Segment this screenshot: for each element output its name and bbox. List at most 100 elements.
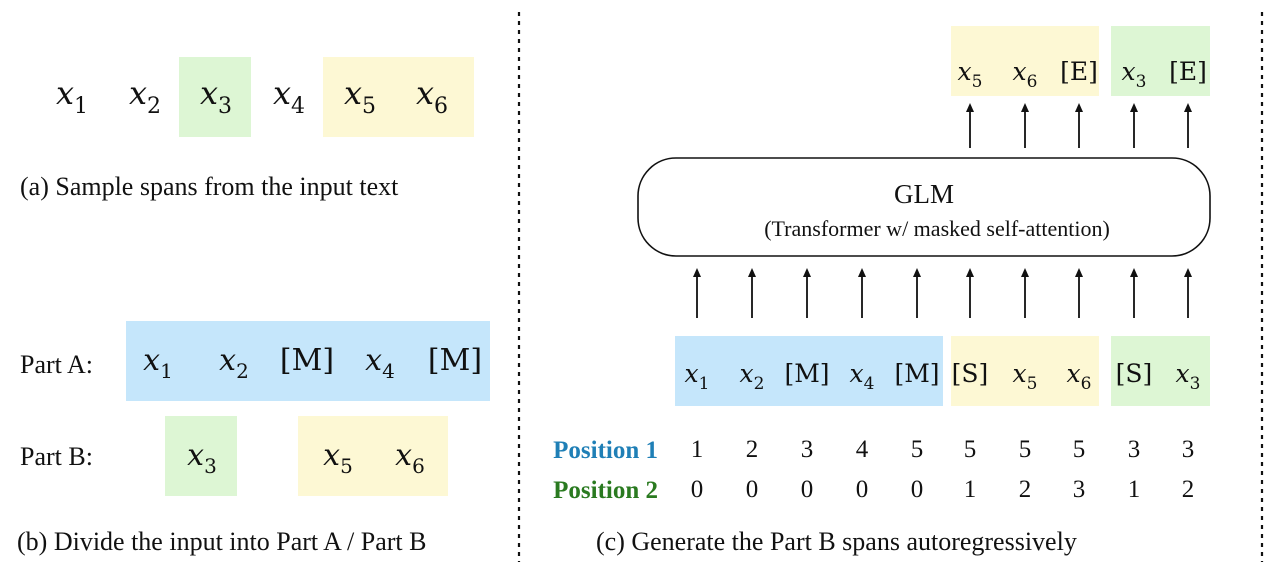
part-a-token-subscript: 2 xyxy=(236,359,249,383)
part-b-token-subscript: 5 xyxy=(340,454,353,478)
panel-a-token: x2 xyxy=(129,74,161,119)
panel-a-caption: (a) Sample spans from the input text xyxy=(20,172,399,201)
output-token-base: x xyxy=(1013,57,1027,86)
input-token-base: x xyxy=(1067,359,1081,388)
part-a-token-base: x xyxy=(365,343,382,378)
output-token-base: [E] xyxy=(1169,57,1207,86)
output-token: [E] xyxy=(1060,57,1098,86)
part-a-token: [M] xyxy=(280,343,334,378)
position-2-value: 0 xyxy=(746,476,759,503)
output-span-green xyxy=(1111,26,1210,96)
input-span-blue xyxy=(675,336,943,406)
input-token: x3 xyxy=(1176,359,1201,394)
input-token: x2 xyxy=(740,359,765,394)
output-token-subscript: 5 xyxy=(972,72,983,92)
position-2-value: 0 xyxy=(691,476,704,503)
input-token: [M] xyxy=(784,359,829,388)
part-a-token-subscript: 1 xyxy=(160,359,173,383)
position-1-value: 5 xyxy=(1019,436,1032,463)
input-token-base: x xyxy=(1176,359,1190,388)
input-token: x6 xyxy=(1067,359,1092,394)
input-token: [S] xyxy=(1116,359,1153,388)
output-token-subscript: 3 xyxy=(1136,72,1147,92)
part-a-token-base: [M] xyxy=(428,343,482,378)
output-token-subscript: 6 xyxy=(1027,72,1038,92)
input-token: x4 xyxy=(850,359,875,394)
part-b-token-base: x xyxy=(395,438,412,473)
panel-a-span-green xyxy=(179,57,251,137)
input-token-subscript: 3 xyxy=(1190,374,1201,394)
part-a-token-subscript: 4 xyxy=(382,359,395,383)
part-a-token-base: [M] xyxy=(280,343,334,378)
input-arrows xyxy=(693,268,1192,318)
panel-c-caption: (c) Generate the Part B spans autoregres… xyxy=(596,527,1077,556)
glm-model-box xyxy=(637,157,1211,257)
part-b-token: x3 xyxy=(187,438,217,478)
input-token-base: [M] xyxy=(784,359,829,388)
panel-b-caption: (b) Divide the input into Part A / Part … xyxy=(17,527,426,556)
input-token: x1 xyxy=(685,359,710,394)
panel-a-token-base: x xyxy=(416,74,434,112)
glm-title: GLM xyxy=(894,179,954,209)
input-token-base: [S] xyxy=(952,359,989,388)
position-1-value: 3 xyxy=(1182,436,1195,463)
part-a-token: [M] xyxy=(428,343,482,378)
panel-a-token-subscript: 5 xyxy=(362,94,376,119)
output-token-base: x xyxy=(958,57,972,86)
output-token-base: [E] xyxy=(1060,57,1098,86)
part-b-token-base: x xyxy=(323,438,340,473)
position-1-value: 3 xyxy=(1128,436,1141,463)
panel-a-token-base: x xyxy=(273,74,291,112)
panel-a-token-base: x xyxy=(344,74,362,112)
position-2-value: 0 xyxy=(801,476,814,503)
panel-a-span-yellow xyxy=(323,57,474,137)
position-1-value: 5 xyxy=(1073,436,1086,463)
input-token: x5 xyxy=(1013,359,1038,394)
input-token-base: [M] xyxy=(894,359,939,388)
output-token-base: x xyxy=(1122,57,1136,86)
input-token-base: x xyxy=(850,359,864,388)
position-1-value: 5 xyxy=(964,436,977,463)
part-b-token-subscript: 3 xyxy=(204,454,217,478)
output-span-yellow xyxy=(951,26,1099,96)
input-token-base: x xyxy=(685,359,699,388)
output-token: x3 xyxy=(1122,57,1147,92)
part-a-token-base: x xyxy=(143,343,160,378)
output-arrows xyxy=(966,103,1192,148)
input-token-subscript: 6 xyxy=(1081,374,1092,394)
position-1-value: 4 xyxy=(856,436,869,463)
input-token-subscript: 2 xyxy=(754,374,765,394)
input-token: [S] xyxy=(952,359,989,388)
input-token-subscript: 1 xyxy=(699,374,710,394)
panel-a-token: x3 xyxy=(200,74,232,119)
input-token-base: x xyxy=(740,359,754,388)
part-b-span-green xyxy=(165,416,237,496)
panel-a-token: x4 xyxy=(273,74,305,119)
position-2-value: 1 xyxy=(964,476,977,503)
part-a-token: x2 xyxy=(219,343,249,383)
output-token: x6 xyxy=(1013,57,1038,92)
input-token-base: [S] xyxy=(1116,359,1153,388)
position-1-value: 2 xyxy=(746,436,759,463)
input-token-base: x xyxy=(1013,359,1027,388)
position-1-value: 1 xyxy=(691,436,704,463)
glm-subtitle: (Transformer w/ masked self-attention) xyxy=(764,216,1110,241)
part-a-label: Part A: xyxy=(20,350,93,379)
panel-a-token-subscript: 1 xyxy=(74,94,88,119)
position-1-value: 5 xyxy=(911,436,924,463)
part-b-token-subscript: 6 xyxy=(412,454,425,478)
position-2-value: 3 xyxy=(1073,476,1086,503)
part-b-token-base: x xyxy=(187,438,204,473)
part-a-box xyxy=(126,321,490,401)
